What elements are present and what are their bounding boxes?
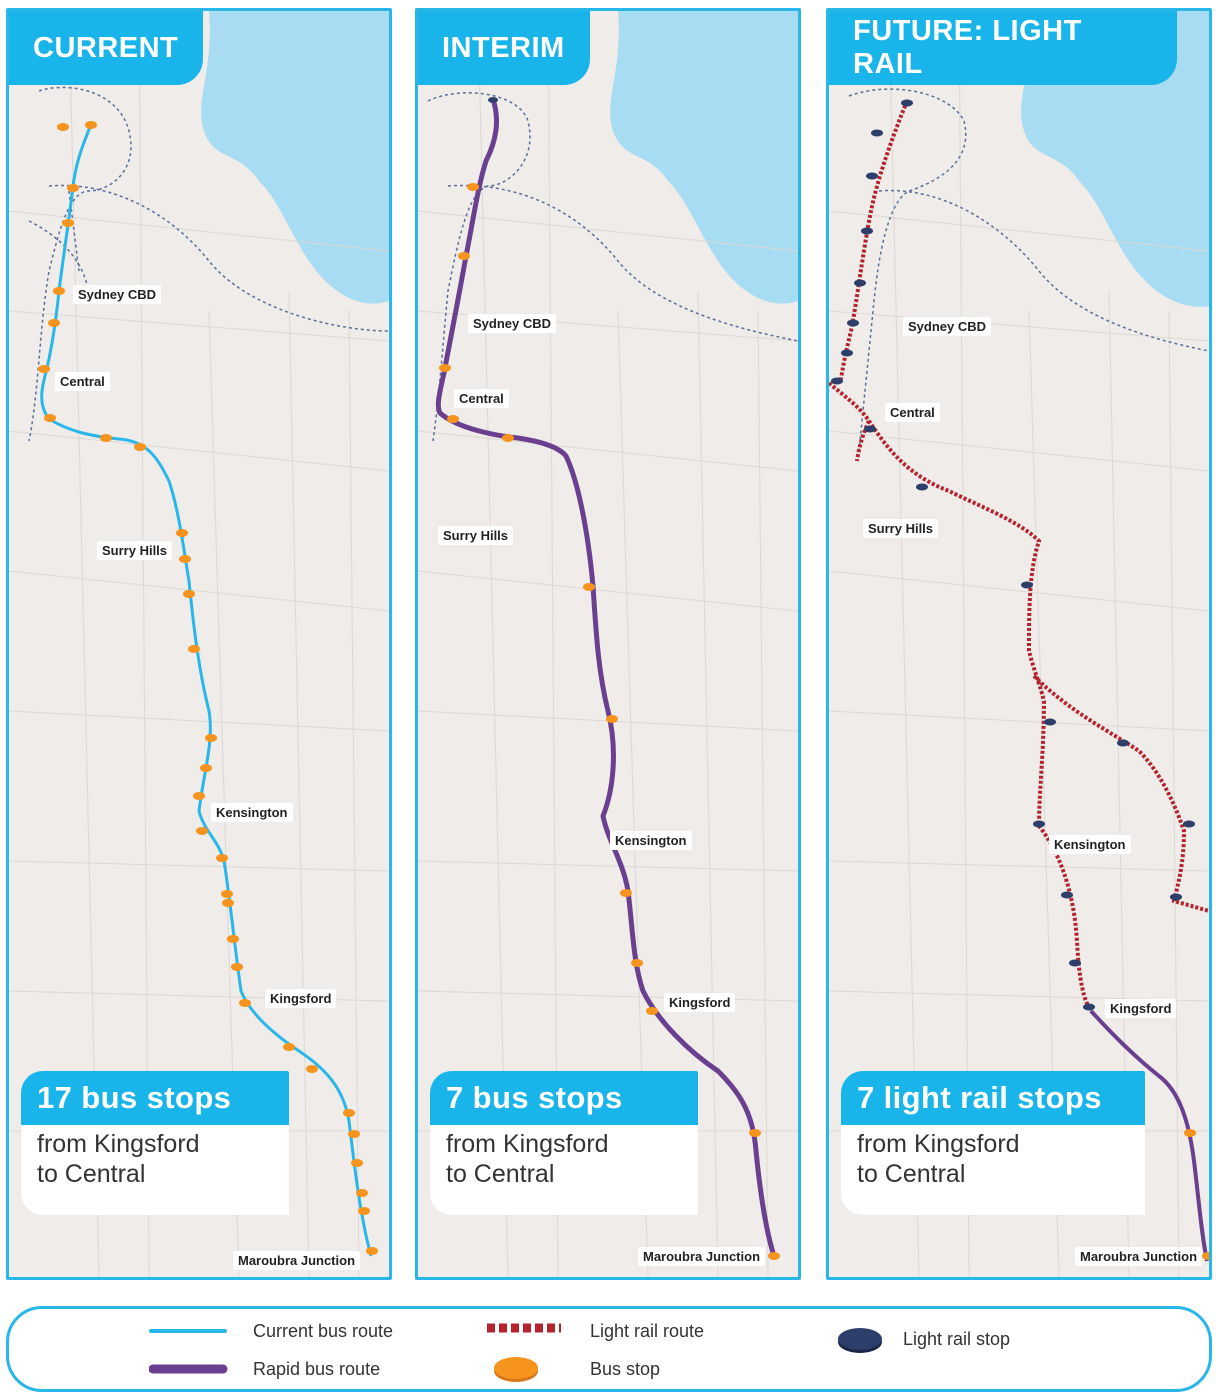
map-label-kensington: Kensington [211, 803, 293, 822]
bus-stops-future [1184, 1129, 1209, 1260]
current-bus-route [40, 123, 373, 1257]
card-title: 7 bus stops [430, 1071, 698, 1125]
card-line-2: to Central [37, 1160, 146, 1188]
legend-current-bus-label: Current bus route [253, 1321, 394, 1341]
rapid-bus-route [1089, 1009, 1209, 1262]
legend-light-rail-route-swatch [487, 1323, 561, 1333]
panel-future-light-rail: FUTURE: LIGHT RAIL Sydney CBD Central Su… [826, 8, 1212, 1280]
stops-summary-card: 7 bus stops from Kingsford to Central [430, 1071, 698, 1215]
map-interim [418, 11, 798, 1277]
legend-light-rail-stop-label: Light rail stop [903, 1329, 1011, 1349]
legend-current-bus-swatch [149, 1329, 227, 1333]
light-rail-stops [831, 99, 1195, 1011]
map-label-surry-hills: Surry Hills [97, 541, 173, 560]
card-title: 17 bus stops [21, 1071, 289, 1125]
card-line-1: from Kingsford [857, 1130, 1020, 1158]
map-label-kingsford: Kingsford [265, 989, 337, 1008]
stops-summary-card: 17 bus stops from Kingsford to Central [21, 1071, 289, 1215]
map-label-maroubra-junction: Maroubra Junction [638, 1247, 766, 1266]
map-label-sydney-cbd: Sydney CBD [903, 317, 992, 336]
rapid-bus-route [435, 98, 777, 1257]
light-rail-stop-icon [838, 1328, 882, 1353]
card-subtitle: from Kingsford to Central [430, 1125, 698, 1189]
panel-title: FUTURE: LIGHT RAIL [829, 11, 1177, 85]
map-legend: Current bus route Rapid bus route Light … [6, 1306, 1212, 1392]
map-current [9, 11, 389, 1277]
card-title: 7 light rail stops [841, 1071, 1145, 1125]
card-line-1: from Kingsford [37, 1130, 200, 1158]
map-label-central: Central [55, 372, 110, 391]
legend-rapid-bus-label: Rapid bus route [253, 1359, 381, 1379]
map-label-kingsford: Kingsford [664, 993, 736, 1012]
bus-stops-interim [439, 183, 780, 1260]
panel-title: CURRENT [9, 11, 203, 85]
map-label-surry-hills: Surry Hills [438, 526, 514, 545]
map-label-maroubra-junction: Maroubra Junction [1075, 1247, 1203, 1266]
harbour-water [610, 11, 798, 304]
light-rail-route [829, 100, 1209, 1013]
panel-title: INTERIM [418, 11, 590, 85]
harbour-water [201, 11, 389, 304]
legend-light-rail-route-label: Light rail route [590, 1321, 705, 1341]
map-label-surry-hills: Surry Hills [863, 519, 939, 538]
map-label-sydney-cbd: Sydney CBD [73, 285, 162, 304]
card-line-1: from Kingsford [446, 1130, 609, 1158]
map-label-sydney-cbd: Sydney CBD [468, 314, 557, 333]
map-label-kensington: Kensington [1049, 835, 1131, 854]
legend-rapid-bus-swatch [149, 1364, 228, 1374]
map-label-central: Central [454, 389, 509, 408]
bus-stops-current [38, 121, 378, 1255]
card-subtitle: from Kingsford to Central [21, 1125, 289, 1189]
map-label-central: Central [885, 403, 940, 422]
bus-stop-icon [494, 1357, 538, 1382]
stops-summary-card: 7 light rail stops from Kingsford to Cen… [841, 1071, 1145, 1215]
card-subtitle: from Kingsford to Central [841, 1125, 1145, 1189]
card-line-2: to Central [857, 1160, 966, 1188]
panel-interim: INTERIM Sydney CBD Central Surry Hills K… [415, 8, 801, 1280]
map-label-kensington: Kensington [610, 831, 692, 850]
map-label-kingsford: Kingsford [1105, 999, 1177, 1018]
card-line-2: to Central [446, 1160, 555, 1188]
route-end-stops [488, 97, 498, 103]
legend-bus-stop-label: Bus stop [590, 1359, 661, 1379]
map-label-maroubra-junction: Maroubra Junction [233, 1251, 361, 1270]
panel-current: CURRENT Sydney CBD Central Surry Hills K… [6, 8, 392, 1280]
